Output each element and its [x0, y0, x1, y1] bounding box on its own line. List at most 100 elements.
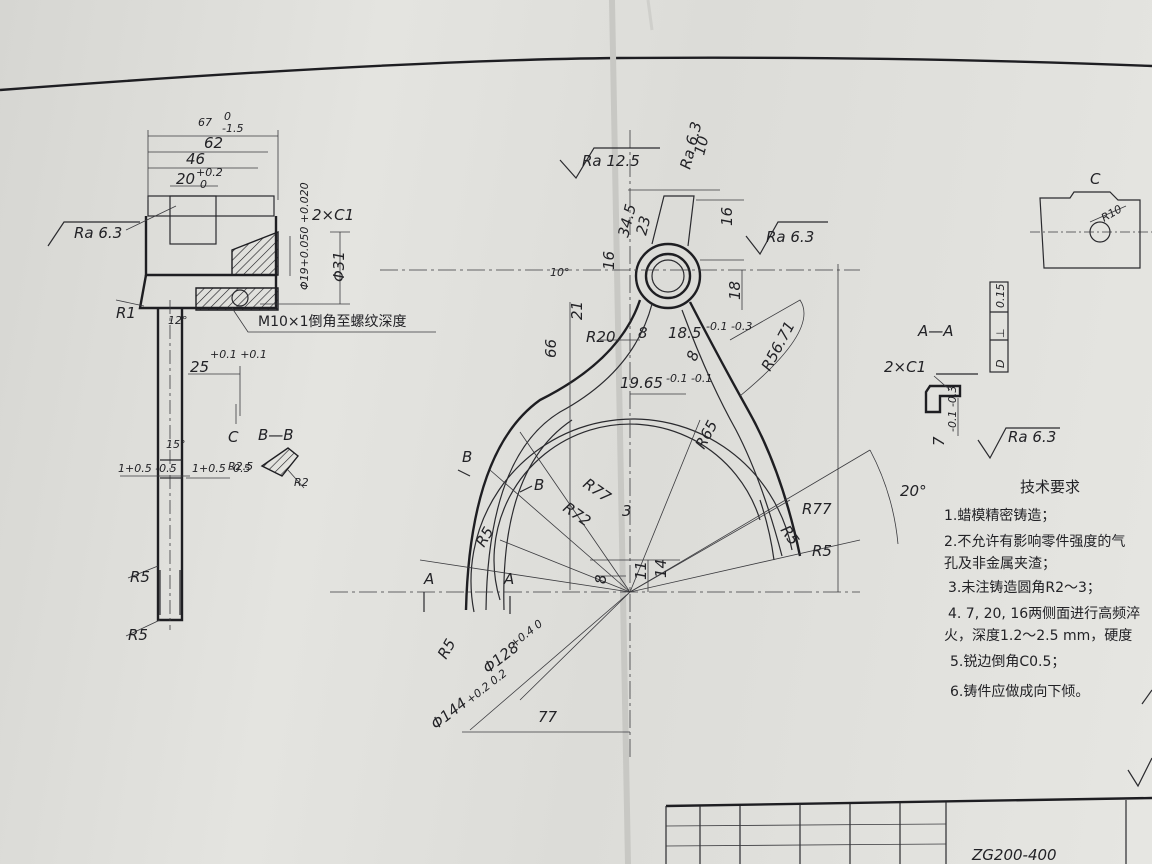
chamfer-2xc1-right: 2×C1 — [884, 358, 926, 376]
dim-phi31: Φ31 — [330, 251, 348, 282]
dim-8-right: 8 — [683, 348, 703, 363]
material-zg200-400: ZG200-400 — [971, 846, 1057, 864]
dim-1-right: 1+0.5 -0.5 — [192, 462, 251, 475]
roughness-ra63-right: Ra 6.3 — [766, 228, 814, 246]
view-c-r10: R10 — [1099, 203, 1124, 225]
tech-req-2: 2.不允许有影响零件强度的气 — [944, 534, 1125, 550]
top-border-line — [0, 56, 1152, 92]
angle-10: 10° — [550, 266, 570, 279]
dim-11: 11 — [632, 561, 650, 580]
radius-r5-bottom: R5 — [434, 636, 460, 662]
roughness-ra125: Ra 12.5 — [582, 152, 640, 170]
roughness-symbol-right — [1127, 757, 1152, 788]
section-a-a-label: A—A — [917, 322, 954, 340]
radius-r5-arm: R5 — [777, 522, 803, 549]
dim-46: 46 — [186, 150, 205, 168]
section-b-upper: B — [462, 448, 472, 466]
fork-view — [330, 130, 899, 760]
tech-req-title: 技术要求 — [1020, 478, 1080, 496]
dim-3: 3 — [622, 502, 632, 520]
view-c-arrow-label: C — [228, 428, 239, 446]
perpendicular-symbol: ⊥ — [994, 328, 1007, 338]
radius-r5-lower: R5 — [128, 626, 148, 644]
dim-19-65: 19.65 — [620, 374, 663, 392]
flange-top — [147, 195, 275, 217]
dim-1-left: 1+0.5 -0.5 — [118, 462, 177, 475]
dim-66: 66 — [542, 339, 560, 358]
dim-18-5: 18.5 — [668, 324, 701, 342]
section-b-b — [260, 447, 299, 477]
thread-note: M10×1倒角至螺纹深度 — [258, 314, 407, 330]
dim-21: 21 — [568, 301, 586, 320]
section-b-lower: B — [534, 476, 544, 494]
radius-r72: R72 — [560, 499, 595, 531]
radius-r77-left: R77 — [580, 475, 615, 507]
hatched-section-lower — [195, 287, 279, 311]
page-fold — [609, 0, 631, 864]
dim-phi144: Φ144 — [427, 694, 470, 733]
dim-25: 25 — [190, 358, 209, 376]
section-a-left: A — [423, 570, 434, 588]
radius-r5-upper: R5 — [130, 568, 150, 586]
tech-req-1: 1.蜡模精密铸造； — [944, 507, 1055, 524]
radius-r77-right: R77 — [802, 500, 832, 518]
tech-req-4: 4. 7, 20, 16两侧面进行高频淬 — [948, 605, 1140, 622]
tech-req-4b: 火，深度1.2～2.5 mm，硬度 — [944, 628, 1132, 644]
hub-outer — [634, 242, 702, 310]
technical-requirements: 技术要求 1.蜡模精密铸造； 2.不允许有影响零件强度的气 孔及非金属夹渣； 3… — [944, 478, 1140, 700]
dim-18: 18 — [726, 281, 744, 300]
section-a-a — [924, 281, 1060, 460]
view-c — [1030, 191, 1152, 269]
side-view — [47, 130, 436, 637]
tolerance-frame — [989, 281, 1009, 373]
dim-phi128-tol: +0.4 0 — [508, 617, 545, 650]
section-b-b-label: B—B — [258, 426, 294, 444]
dim-19-65-tol: -0.1 -0.1 — [666, 372, 712, 385]
angle-15: 15° — [166, 438, 186, 451]
radius-r20: R20 — [586, 328, 616, 346]
tech-req-3: 3.未注铸造圆角R2～3； — [948, 580, 1101, 596]
dim-62: 62 — [204, 134, 223, 152]
dim-7-tol: -0.1 -0.3 — [946, 386, 959, 432]
dim-20: 20 — [176, 170, 195, 188]
dim-67-lower-tol: -1.5 — [222, 122, 243, 135]
tech-req-6: 6.铸件应做成向下倾。 — [950, 683, 1089, 700]
radius-r25: R2.5 — [228, 460, 253, 473]
dim-67: 67 — [198, 116, 212, 129]
angle-20: 20° — [900, 482, 927, 500]
dim-20-upper-tol: +0.2 — [196, 166, 223, 179]
datum-d: D — [994, 360, 1007, 368]
flatness-tolerance: 0.15 — [994, 284, 1007, 309]
radius-r2: R2 — [294, 476, 309, 489]
chamfer-2xc1-left: 2×C1 — [312, 206, 354, 224]
dim-7: 7 — [930, 436, 948, 446]
dim-77: 77 — [538, 708, 558, 726]
tech-req-2b: 孔及非金属夹渣； — [944, 556, 1056, 572]
dim-8-center: 8 — [592, 574, 610, 584]
dim-18-5-tol: -0.1 -0.3 — [706, 320, 752, 333]
tech-req-5: 5.锐边倒角C0.5； — [950, 654, 1065, 670]
dim-16-right: 16 — [718, 207, 736, 226]
roughness-ra63-left: Ra 6.3 — [74, 224, 122, 242]
dim-16-left: 16 — [600, 251, 618, 270]
title-block — [665, 796, 1152, 864]
radius-r5-right: R5 — [812, 542, 832, 560]
radius-r65: R65 — [692, 417, 722, 452]
dim-20-lower-tol: 0 — [200, 178, 207, 191]
dim-67-upper-tol: 0 — [224, 110, 231, 123]
view-c-label: C — [1090, 170, 1101, 188]
roughness-ra63-section: Ra 6.3 — [1008, 428, 1056, 446]
hatched-section-upper — [231, 230, 279, 276]
section-a-right: A — [503, 570, 514, 588]
radius-r56-71: R56.71 — [758, 318, 799, 374]
radius-r1: R1 — [116, 304, 136, 322]
dim-10: 10 — [690, 134, 712, 157]
dim-14: 14 — [652, 559, 670, 578]
dim-25-tol: +0.1 +0.1 — [210, 348, 267, 361]
bore-phi19: Φ19+0.050 +0.020 — [298, 182, 311, 290]
dim-23: 23 — [632, 214, 654, 237]
angle-12: 12° — [168, 314, 188, 327]
dim-8-left: 8 — [638, 324, 648, 342]
